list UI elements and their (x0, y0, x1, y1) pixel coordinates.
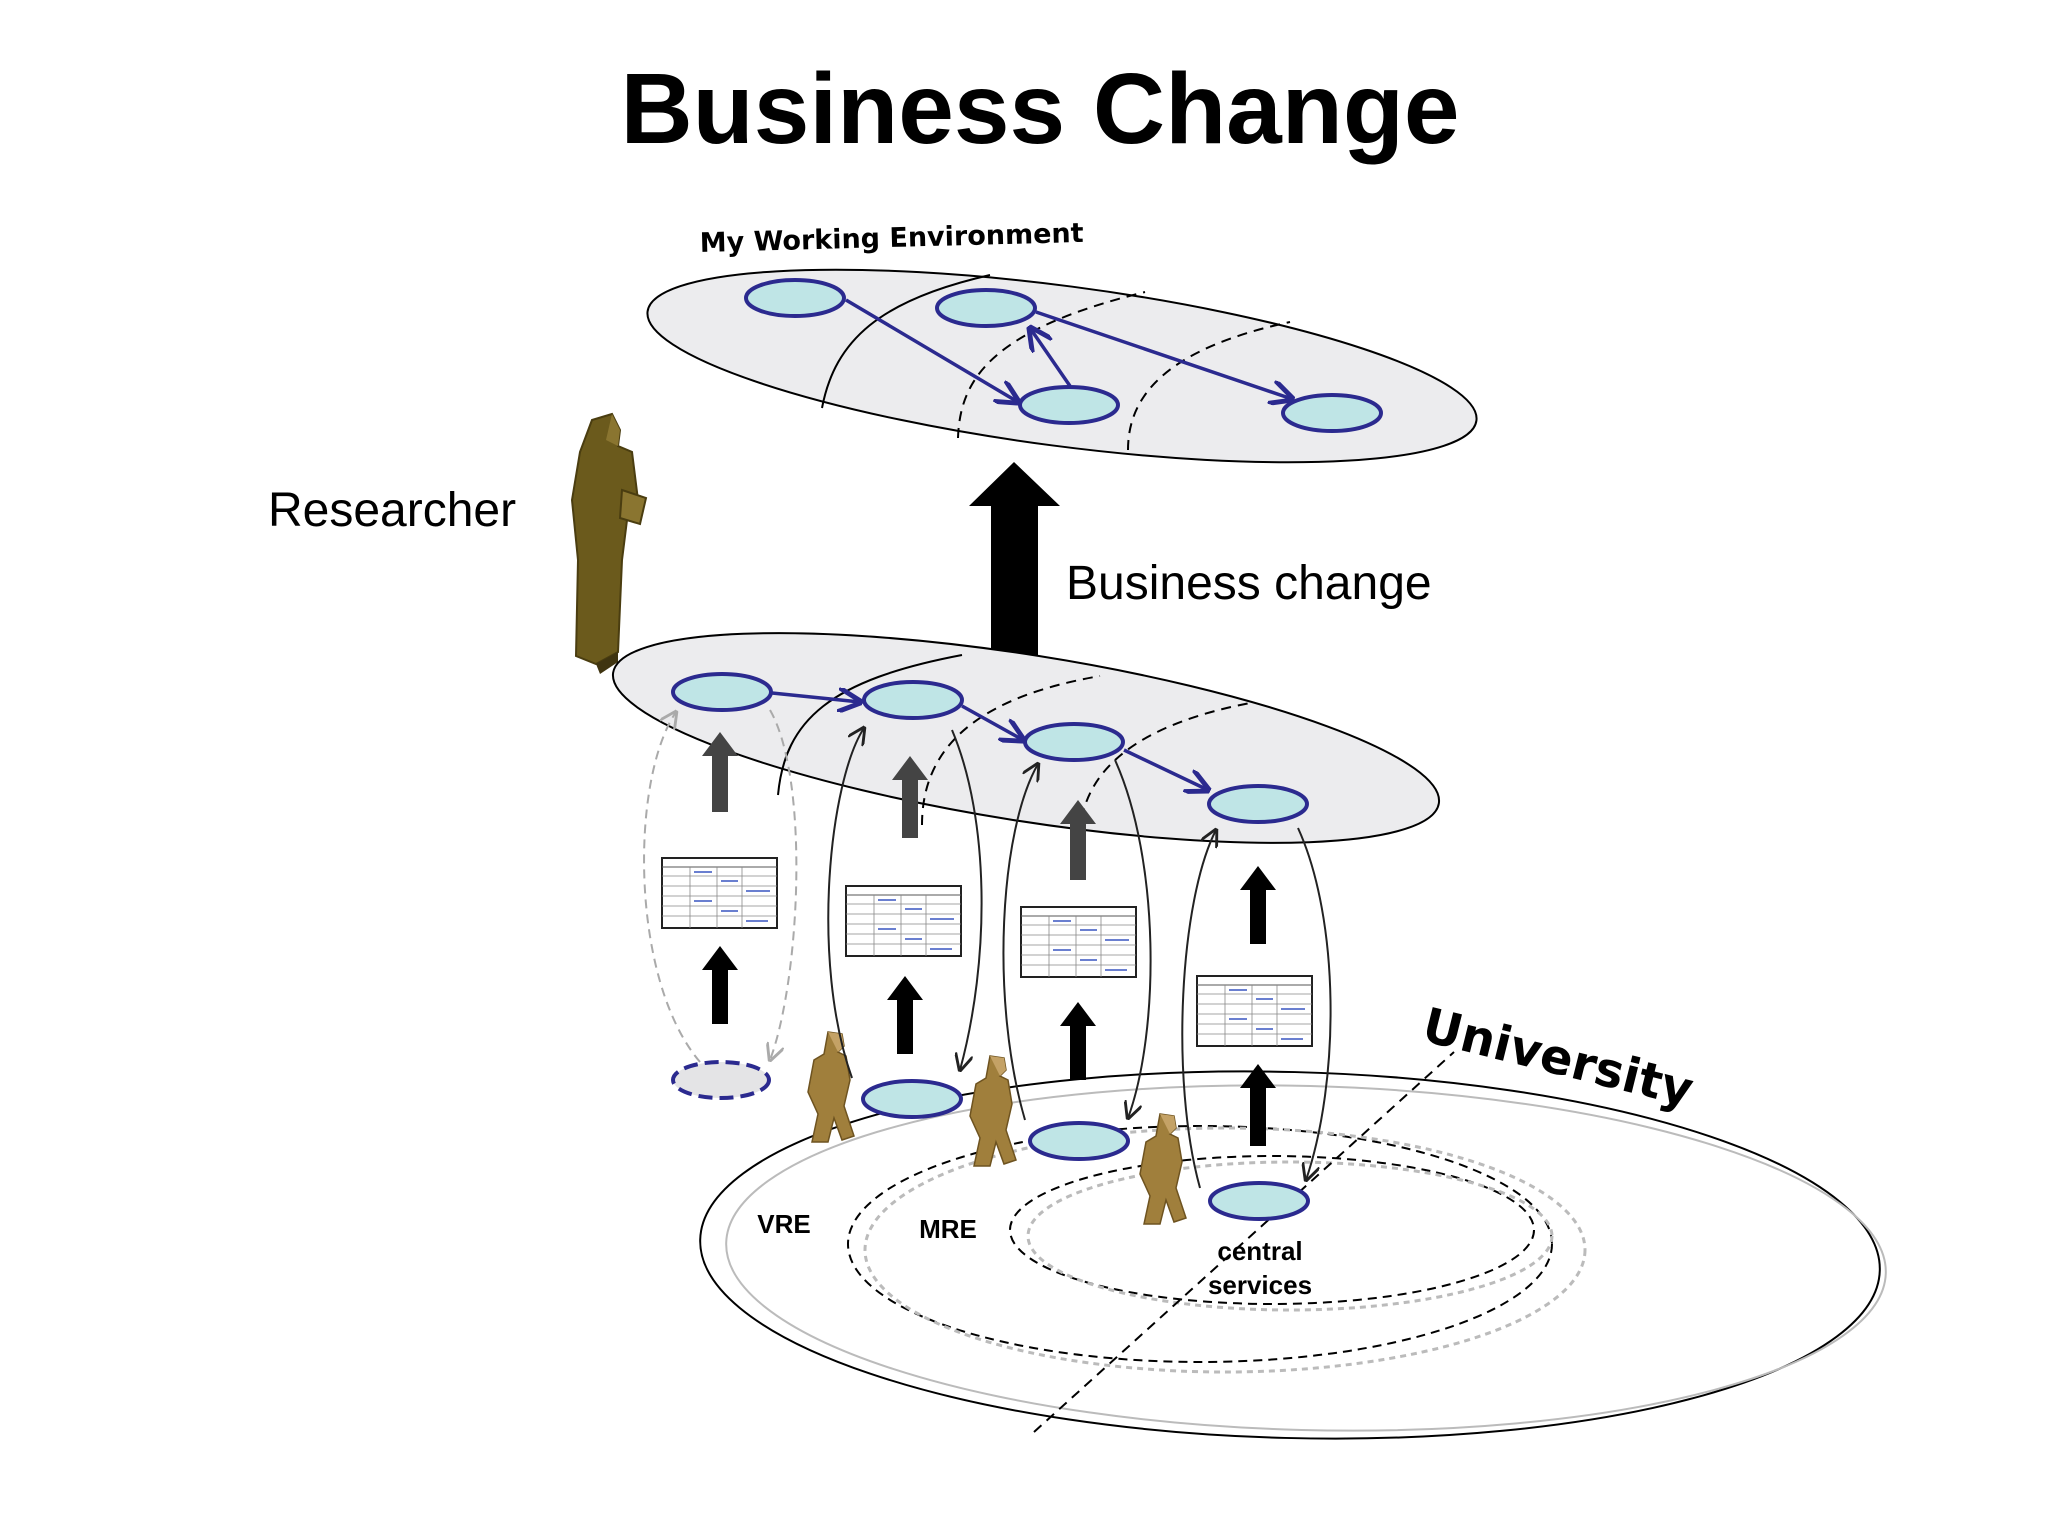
process-cycle-icon (671, 1060, 1310, 1221)
researcher-label: Researcher (268, 484, 516, 537)
my-working-environment-label: My Working Environment (699, 218, 1084, 259)
process-cycle-icon (671, 672, 1309, 824)
university-base: University VRE MRE central services (671, 997, 1887, 1440)
walking-person-icon (807, 1031, 855, 1143)
business-change-label: Business change (1066, 557, 1432, 610)
central-label: central (1217, 1236, 1302, 1266)
mre-label: MRE (919, 1214, 977, 1244)
services-label: services (1208, 1270, 1312, 1300)
business-change-arrow (969, 462, 1060, 688)
up-arrow (702, 866, 1276, 1146)
document-table-icon (845, 885, 962, 957)
document-table-icon (1196, 975, 1313, 1047)
up-arrow (702, 732, 1096, 880)
document-table-icon (1020, 906, 1137, 978)
vre-label: VRE (757, 1209, 810, 1239)
middle-layer (611, 632, 1441, 853)
page-title: Business Change (620, 53, 1460, 165)
researcher-figure-icon (570, 412, 648, 674)
process-cycle-icon (744, 278, 1383, 433)
connector-arrows (643, 710, 1332, 1189)
working-environment-layer: My Working Environment (646, 218, 1478, 464)
walking-person-icon (969, 1055, 1017, 1167)
document-table-icon (661, 857, 778, 929)
